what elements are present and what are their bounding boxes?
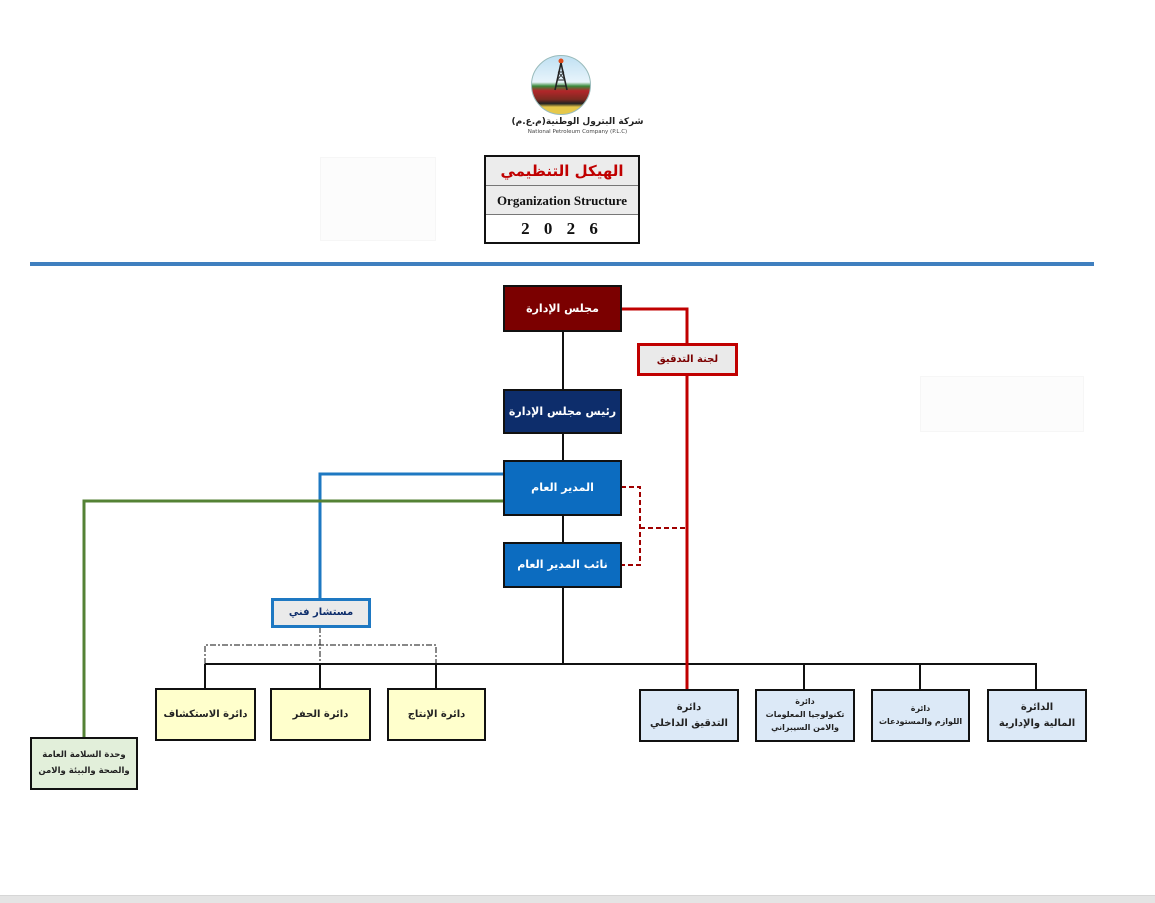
horizontal-scrollbar[interactable]: [0, 895, 1155, 903]
node-label-line: المالية والإدارية: [998, 717, 1076, 729]
node-label: لجنة التدقيق: [656, 353, 719, 365]
node-label: دائرة الاستكشاف: [163, 708, 248, 720]
node-label-line: الدائرة: [1020, 702, 1054, 713]
advisor-line: [318, 472, 505, 600]
node-chairman[interactable]: رئيس مجلس الإدارة: [503, 389, 622, 434]
node-label: مجلس الإدارة: [526, 301, 599, 315]
audit-committee-line: [621, 307, 689, 345]
node-label-line: اللوازم والمستودعات: [878, 716, 963, 726]
audit-dashed-bracket: [621, 486, 641, 566]
title-box: الهيكل التنظيمي Organization Structure 2…: [484, 155, 640, 244]
node-label-line: وحدة السلامة العامة: [42, 750, 126, 761]
node-deputy-general-manager[interactable]: نائب المدير العام: [503, 542, 622, 588]
node-finance-admin-department[interactable]: الدائرة المالية والإدارية: [987, 689, 1087, 742]
node-general-manager[interactable]: المدير العام: [503, 460, 622, 516]
node-label-line: دائرة: [795, 697, 815, 707]
node-drilling-department[interactable]: دائرة الحفر: [270, 688, 371, 741]
node-production-department[interactable]: دائرة الإنتاج: [387, 688, 486, 741]
title-arabic: الهيكل التنظيمي: [486, 157, 638, 186]
faint-placeholder-box: [920, 376, 1084, 432]
node-label-line: التدقيق الداخلي: [650, 717, 728, 729]
node-board-of-directors[interactable]: مجلس الإدارة: [503, 285, 622, 332]
node-label: المدير العام: [531, 481, 594, 495]
node-label-line: دائرة: [676, 702, 702, 713]
oil-derrick-logo-icon: [554, 58, 568, 91]
node-label: مستشار فني: [288, 607, 354, 619]
node-label-line: والصحة والبيئة والامن: [38, 765, 130, 776]
node-label-line: والامن السيبراني: [771, 722, 839, 732]
safety-unit-line: [82, 499, 505, 739]
node-label-line: دائرة: [910, 703, 931, 713]
node-label: نائب المدير العام: [517, 558, 608, 572]
node-label: دائرة الحفر: [292, 708, 349, 720]
node-label-line: تكنولوجيا المعلومات: [765, 710, 845, 720]
header-divider: [30, 262, 1094, 266]
advisor-dashed-bracket: [204, 644, 437, 664]
title-english: Organization Structure: [486, 186, 638, 215]
node-technical-advisor[interactable]: مستشار فني: [271, 598, 371, 628]
title-year: 2 0 2 6: [521, 219, 603, 238]
company-name-english: National Petroleum Company (P.L.C): [527, 129, 628, 135]
node-supplies-warehouses-department[interactable]: دائرة اللوازم والمستودعات: [871, 689, 970, 742]
company-name-arabic: شركة البترول الوطنية(م.ع.م): [511, 117, 644, 127]
node-hse-security-unit[interactable]: وحدة السلامة العامة والصحة والبيئة والامن: [30, 737, 138, 790]
node-label: دائرة الإنتاج: [407, 708, 466, 720]
faint-placeholder-box: [320, 157, 436, 241]
node-exploration-department[interactable]: دائرة الاستكشاف: [155, 688, 256, 741]
node-internal-audit-department[interactable]: دائرة التدقيق الداخلي: [639, 689, 739, 742]
node-audit-committee[interactable]: لجنة التدقيق: [637, 343, 738, 376]
node-it-cybersecurity-department[interactable]: دائرة تكنولوجيا المعلومات والامن السيبراني: [755, 689, 855, 742]
node-label: رئيس مجلس الإدارة: [508, 404, 617, 418]
